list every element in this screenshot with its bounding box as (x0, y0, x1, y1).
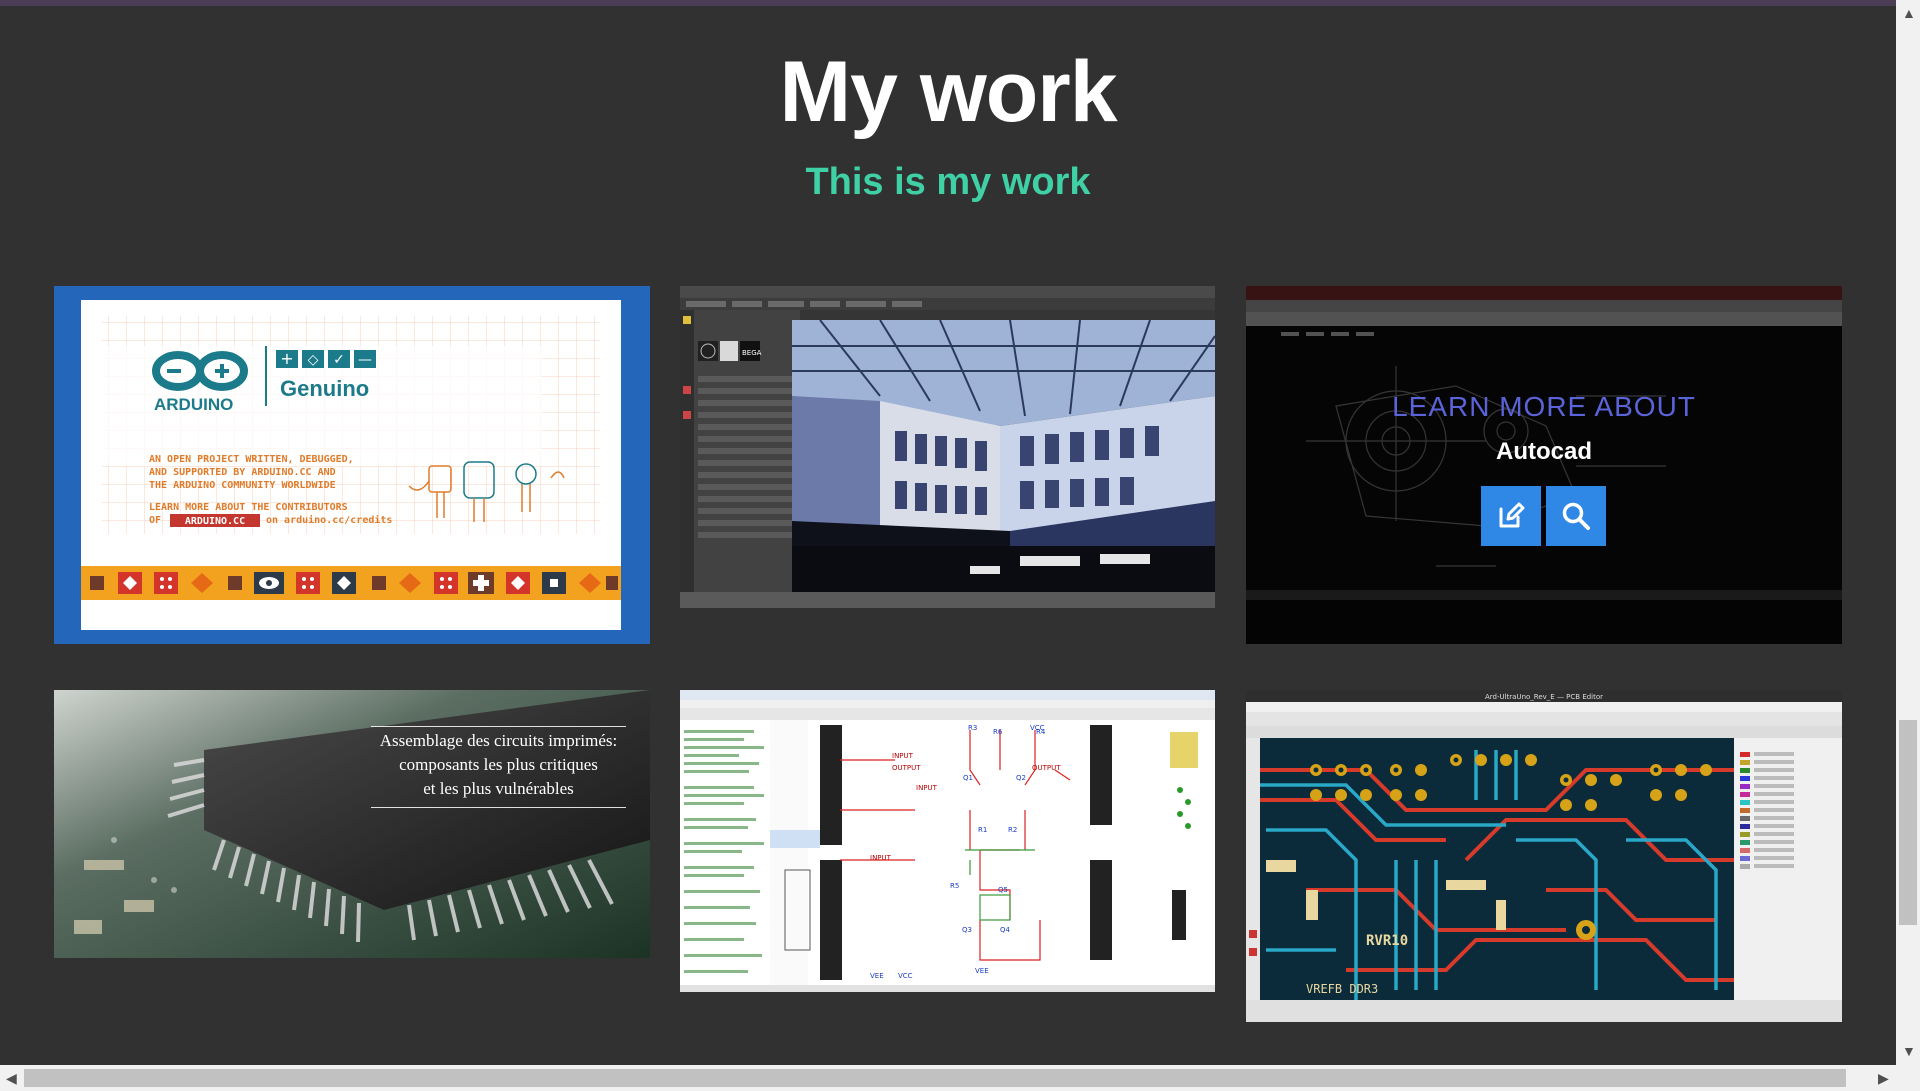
arduino-line-2: AND SUPPORTED BY ARDUINO.CC AND (149, 467, 336, 478)
arduino-line-1: AN OPEN PROJECT WRITTEN, DEBUGGED, (149, 454, 354, 465)
sch-label-input-2: INPUT (916, 784, 938, 792)
sch-label-output-2: OUTPUT (1032, 764, 1061, 772)
scroll-left-arrow-icon[interactable]: ◀ (6, 1070, 17, 1086)
sch-label-vee: VEE (975, 967, 989, 975)
sch-label-r5: R5 (950, 882, 959, 890)
page-subtitle: This is my work (805, 161, 1091, 203)
arduino-credits: on arduino.cc/credits (266, 514, 392, 526)
portfolio-card-pcb-editor[interactable]: Ard-UltraUno_Rev_E — PCB Editor (1246, 690, 1842, 1022)
scroll-right-arrow-icon[interactable]: ▶ (1878, 1070, 1889, 1086)
portfolio-card-pcb-assembly[interactable]: Assemblage des circuits imprimés: compos… (54, 690, 650, 958)
portfolio-card-3d-render[interactable]: BEGA (680, 286, 1215, 608)
pcb-editor-title: Ard-UltraUno_Rev_E — PCB Editor (1485, 693, 1603, 701)
arduino-logo-icon (152, 351, 248, 391)
sch-label-q3: Q3 (962, 926, 972, 934)
sch-label-input-1: INPUT (892, 752, 914, 760)
page-title: My work (779, 44, 1117, 140)
card-hover-overlay (1246, 286, 1842, 644)
arduino-badge: ARDUINO.CC (185, 516, 245, 527)
arduino-word: ARDUINO (154, 395, 233, 414)
arduino-splash-image: + ◇ ✓ — ARDUINO Genuino AN OPEN PROJECT … (81, 300, 621, 630)
search-icon (1562, 502, 1590, 530)
sch-label-r6: R6 (993, 728, 1003, 736)
sch-label-r2: R2 (1008, 826, 1017, 834)
pcb-editor-image: Ard-UltraUno_Rev_E — PCB Editor (1246, 690, 1842, 1022)
arduino-learn-line: LEARN MORE ABOUT THE CONTRIBUTORS (149, 502, 348, 513)
scroll-up-arrow-icon[interactable]: ▲ (1902, 5, 1916, 21)
sch-label-q2: Q2 (1016, 774, 1026, 782)
sch-label-vee-2: VEE (870, 972, 884, 980)
sch-label-input-3: INPUT (870, 854, 892, 862)
sch-label-vcc: VCC (1030, 724, 1045, 732)
svg-text:—: — (358, 352, 372, 368)
svg-text:✓: ✓ (333, 352, 345, 368)
caption-line-1: Assemblage des circuits imprimés: (379, 731, 618, 750)
portfolio-card-arduino[interactable]: + ◇ ✓ — ARDUINO Genuino AN OPEN PROJECT … (54, 286, 650, 644)
scroll-down-arrow-icon[interactable]: ▼ (1902, 1043, 1916, 1059)
caption-line-3: et les plus vulnérables (423, 779, 574, 798)
schematic-image: R3 R6 R4 Q1 Q2 R1 R2 R5 Q5 Q3 Q4 VCC VEE… (680, 690, 1215, 992)
caption-line-2: composants les plus critiques (399, 755, 598, 774)
sch-label-vcc-2: VCC (898, 972, 913, 980)
edit-icon (1499, 502, 1525, 528)
svg-text:◇: ◇ (308, 352, 319, 368)
portfolio-card-schematic[interactable]: R3 R6 R4 Q1 Q2 R1 R2 R5 Q5 Q3 Q4 VCC VEE… (680, 690, 1215, 992)
sch-label-q5: Q5 (998, 886, 1008, 894)
sch-label-r1: R1 (978, 826, 987, 834)
arduino-of-text: OF (149, 515, 161, 526)
svg-text:+: + (280, 349, 293, 368)
silk-vrefb: VREFB DDR3 (1306, 982, 1378, 996)
sch-label-output-1: OUTPUT (892, 764, 921, 772)
horizontal-scroll-thumb[interactable] (24, 1069, 1846, 1087)
components-illustration-icon (408, 461, 565, 522)
arduino-line-3: THE ARDUINO COMMUNITY WORLDWIDE (149, 480, 336, 491)
sch-label-r4: R4 (1036, 728, 1046, 736)
overlay-heading: LEARN MORE ABOUT (1392, 391, 1696, 422)
sch-label-q4: Q4 (1000, 926, 1011, 934)
vertical-scrollbar[interactable]: ▲ ▼ (1896, 0, 1920, 1065)
genuino-word: Genuino (280, 376, 369, 401)
vertical-scroll-thumb[interactable] (1899, 720, 1917, 925)
edit-button[interactable] (1481, 486, 1541, 546)
3d-render-image: BEGA (680, 286, 1215, 608)
browser-top-edge (0, 0, 1920, 6)
search-button[interactable] (1546, 486, 1606, 546)
portfolio-card-autocad[interactable]: LEARN MORE ABOUT Autocad (1246, 286, 1842, 644)
sch-label-q1: Q1 (963, 774, 973, 782)
overlay-title: Autocad (1496, 438, 1592, 465)
bega-badge: BEGA (742, 349, 762, 357)
pcb-photo-image (54, 690, 650, 958)
sch-label-r3: R3 (968, 724, 977, 732)
genuino-symbols-icon: + ◇ ✓ — (276, 349, 376, 368)
silk-rvr10: RVR10 (1366, 933, 1408, 949)
horizontal-scrollbar[interactable]: ◀ ▶ (0, 1065, 1920, 1091)
pcb-caption: Assemblage des circuits imprimés: compos… (371, 726, 626, 808)
